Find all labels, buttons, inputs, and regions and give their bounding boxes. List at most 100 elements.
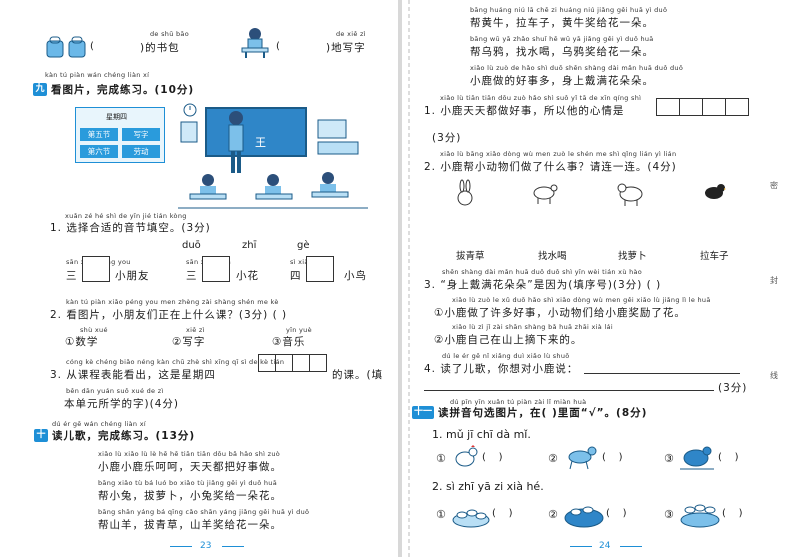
rooster-icon xyxy=(455,445,478,467)
classroom-illustration xyxy=(178,103,368,209)
q11-1-opt2: ② xyxy=(548,452,558,465)
poem-line4-pinyin: bāng huáng niú lā chē zi huáng niú jiǎng… xyxy=(470,6,668,14)
rq1-text: 1. 小鹿天天都做好事，所以他的心情是 xyxy=(424,105,625,117)
writing-girl-icon xyxy=(241,28,269,58)
page-number-line-left xyxy=(170,546,192,547)
poem-line3: 帮山羊，拔青草，山羊奖给花一朵。 xyxy=(98,519,282,531)
q3-pinyin2: běn dān yuán suǒ xué de zì xyxy=(66,387,164,395)
poem-line5: 帮乌鸦，找水喝，乌鸦奖给花一朵。 xyxy=(470,46,654,58)
q11-1-paren2[interactable]: ( ) xyxy=(602,452,623,463)
rabbit-icon xyxy=(457,179,473,206)
poem-line5-pinyin: bāng wū yā zhǎo shuǐ hē wū yā jiǎng gěi … xyxy=(470,35,654,43)
ducks-group-icon xyxy=(564,506,604,528)
schedule-subject-5: 写字 xyxy=(122,128,160,141)
schedule-subject-6: 劳动 xyxy=(122,145,160,158)
q2-opt1[interactable]: ①数学 xyxy=(65,336,99,348)
rq1-answer-grid[interactable] xyxy=(656,98,749,116)
q2-opt3[interactable]: ③音乐 xyxy=(272,336,306,348)
board-char: 王 xyxy=(255,136,266,149)
q11-2-opt1: ① xyxy=(436,508,446,521)
q11-2-opt3: ③ xyxy=(664,508,674,521)
ducks-walking-icon xyxy=(680,504,720,528)
q11-1-paren1[interactable]: ( ) xyxy=(482,452,503,463)
rq3-text: 3. “身上戴满花朵朵”是因为(填序号)(3分) ( ) xyxy=(424,279,662,291)
q11-1-paren3[interactable]: ( ) xyxy=(718,452,739,463)
rq4-pinyin: dú le ér gē nǐ xiǎng duì xiǎo lù shuō xyxy=(442,352,570,360)
rq1-pinyin: xiǎo lù tiān tiān dōu zuò hǎo shì suǒ yǐ… xyxy=(440,94,642,102)
section11-title: 读拼音句选图片，在( )里面“√”。(8分) xyxy=(438,407,648,419)
q1-item2-pre: 三 xyxy=(186,270,198,282)
q11-2-paren3[interactable]: ( ) xyxy=(722,508,743,519)
task-cart[interactable]: 拉车子 xyxy=(700,251,729,262)
hen-icon xyxy=(680,446,714,470)
q1-option-ge: gè xyxy=(297,240,310,251)
backpack-icon xyxy=(46,36,86,58)
side-label-mi: 密 xyxy=(770,181,778,190)
pinyin-shubao: de shū bāo xyxy=(150,30,189,38)
rq3-opt1-pinyin: xiǎo lù zuò le xǔ duō hǎo shì xiǎo dòng … xyxy=(452,296,711,304)
rq3-pinyin: shēn shàng dài mǎn huā duǒ duǒ shì yīn w… xyxy=(442,268,643,276)
q1-option-duo: duō xyxy=(182,240,201,251)
cow-icon xyxy=(617,183,643,206)
poem-line6-pinyin: xiǎo lù zuò de hǎo shì duō shēn shàng dà… xyxy=(470,64,684,72)
q2-opt2-pinyin: xiě zì xyxy=(186,326,205,334)
horse-icon xyxy=(568,446,597,470)
q2-opt2[interactable]: ②写字 xyxy=(172,336,206,348)
pinyin-xiezi: de xiě zì xyxy=(336,30,366,38)
q11-2-text: 2. sì zhī yā zi xià hé. xyxy=(432,480,544,493)
section10-pinyin: dú ér gē wán chéng liàn xí xyxy=(52,420,146,428)
q11-1-opt1: ① xyxy=(436,452,446,465)
q11-2-opt2: ② xyxy=(548,508,558,521)
rq3-opt2-pinyin: xiǎo lù zì jǐ zài shān shàng bǎ huā zhāi… xyxy=(452,323,613,331)
section11-badge: 十一 xyxy=(412,406,434,419)
q1-item1-answer-box[interactable] xyxy=(82,256,110,282)
section11-pinyin: dú pīn yīn xuǎn tú piàn zài lǐ miàn huà xyxy=(450,398,587,406)
dashed-guide xyxy=(408,0,410,557)
q1-item3-pre: 四 xyxy=(290,270,302,282)
q2-pinyin: kàn tú piàn xiǎo péng you men zhèng zài … xyxy=(66,298,279,306)
rpage-number-line-right xyxy=(620,546,642,547)
poem-line2: 帮小兔，拔萝卜，小兔奖给一朵花。 xyxy=(98,490,282,502)
q1-item2-post: 小花 xyxy=(236,270,259,282)
q11-2-paren2[interactable]: ( ) xyxy=(606,508,627,519)
q11-1-text: 1. mǔ jī chī dà mǐ. xyxy=(432,428,531,441)
section10-title: 读儿歌，完成练习。(13分) xyxy=(52,430,196,442)
q1-option-zhi: zhī xyxy=(242,240,257,251)
ducks-swimming-icon xyxy=(452,509,490,528)
q3-line1b: 的课。(填 xyxy=(332,369,384,381)
page-number-line-right xyxy=(222,546,244,547)
task-water[interactable]: 找水喝 xyxy=(538,251,567,262)
section9-badge: 九 xyxy=(33,83,47,96)
rpage-number-line-left xyxy=(570,546,592,547)
poem-line4: 帮黄牛，拉车子，黄牛奖给花一朵。 xyxy=(470,17,654,29)
poem-line6: 小鹿做的好事多，身上戴满花朵朵。 xyxy=(470,75,654,87)
poem-line1: 小鹿小鹿乐呵呵，天天都把好事做。 xyxy=(98,461,282,473)
rq2-pinyin: xiǎo lù bāng xiǎo dòng wù men zuò le shé… xyxy=(440,150,677,158)
book-spine xyxy=(398,0,402,557)
rq2-text: 2. 小鹿帮小动物们做了什么事？请连一连。(4分) xyxy=(424,161,677,173)
q11-2-paren1[interactable]: ( ) xyxy=(492,508,513,519)
q1-item2-answer-box[interactable] xyxy=(202,256,230,282)
rq3-opt2[interactable]: ②小鹿自己在山上摘下来的。 xyxy=(434,334,583,346)
rq4-score: (3分) xyxy=(718,382,748,394)
schedule-title: 星期四 xyxy=(106,113,127,121)
side-label-xian: 线 xyxy=(770,371,778,380)
rq4-answer-line1[interactable] xyxy=(584,373,740,374)
q1-item1-post: 小朋友 xyxy=(115,270,150,282)
task-grass[interactable]: 拔青草 xyxy=(456,251,485,262)
rq3-opt1[interactable]: ①小鹿做了许多好事，小动物们给小鹿奖励了花。 xyxy=(434,307,686,319)
schedule-card: 星期四 第五节 写字 第六节 劳动 xyxy=(75,107,165,163)
q1-item3-answer-box[interactable] xyxy=(306,256,334,282)
schedule-period-6: 第六节 xyxy=(80,145,118,158)
q3-answer-grid[interactable] xyxy=(258,354,327,372)
task-radish[interactable]: 找萝卜 xyxy=(618,251,647,262)
paren-open-a: ( xyxy=(90,41,94,52)
poem-line2-pinyin: bāng xiǎo tù bá luó bo xiǎo tù jiǎng gěi… xyxy=(98,479,277,487)
side-label-feng: 封 xyxy=(770,276,778,285)
text-xiezi: )地写字 xyxy=(326,42,366,54)
schedule-period-5: 第五节 xyxy=(80,128,118,141)
q2-opt1-pinyin: shù xué xyxy=(80,326,108,334)
left-page: ( de shū bāo )的书包 ( de xiě zì )地写字 kàn t… xyxy=(0,0,398,557)
rq4-answer-line2[interactable] xyxy=(424,390,714,391)
q2-text: 2. 看图片，小朋友们正在上什么课？(3分) ( ) xyxy=(50,309,288,321)
